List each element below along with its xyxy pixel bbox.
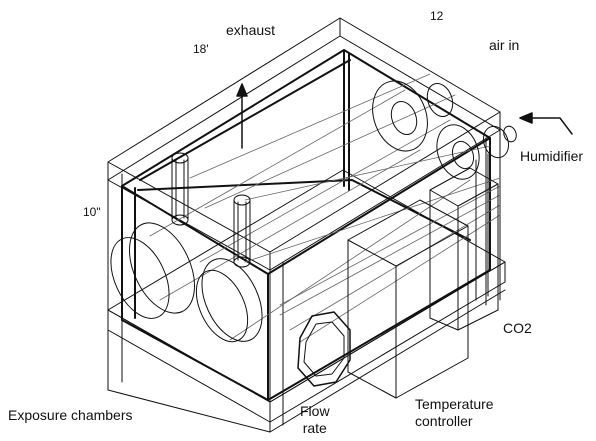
co2-label: CO2	[503, 320, 532, 336]
inner-chamber	[121, 49, 491, 401]
outer-box	[107, 17, 501, 433]
humidifier-label: Humidifier	[520, 148, 584, 164]
width-dimension-label: 12	[430, 9, 444, 23]
air-in-arrow	[519, 112, 573, 135]
co2-column	[429, 153, 499, 331]
flow-rate-label: Flow rate	[300, 403, 330, 436]
temperature-controller-label: Temperature controller	[415, 396, 494, 429]
length-dimension-label: 18'	[193, 42, 209, 56]
exposure-chambers-label: Exposure chambers	[8, 407, 133, 423]
tubes	[149, 73, 501, 343]
front-ports	[110, 222, 263, 343]
exhaust-arrow	[236, 83, 248, 149]
air-in-label: air in	[489, 37, 520, 53]
back-ports	[372, 80, 517, 180]
exhaust-label: exhaust	[226, 22, 276, 38]
height-dimension-label: 10"	[83, 205, 101, 219]
vertical-cylinders	[171, 152, 251, 268]
temperature-controller-box	[347, 199, 469, 399]
flow-rate-knob	[297, 311, 351, 387]
